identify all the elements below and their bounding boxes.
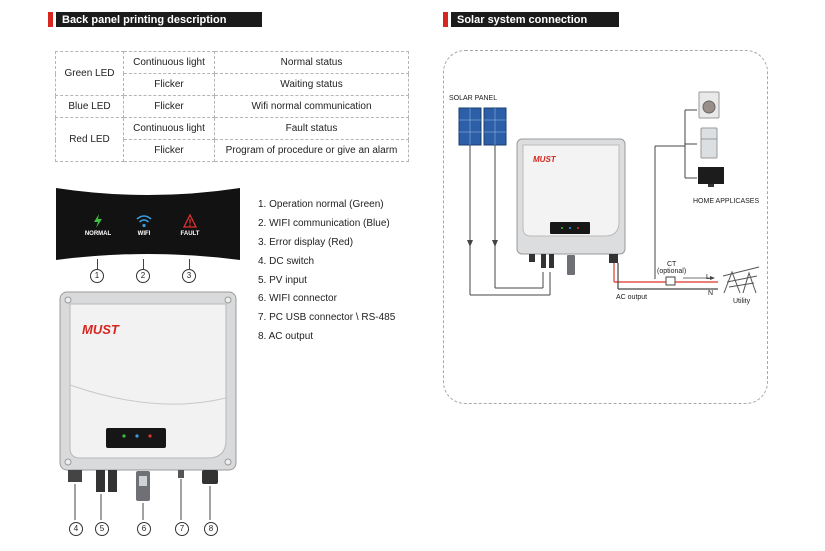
list-item: 5. PV input [258, 274, 307, 286]
led-panel: NORMAL WIFI FAULT [56, 188, 240, 260]
inverter-cover [69, 303, 227, 459]
washing-machine-icon [698, 91, 720, 119]
led-meaning-cell: Normal status [214, 51, 409, 74]
callout-number: 3 [182, 269, 196, 283]
accent-marker [443, 12, 448, 27]
indicator-wifi: WIFI [124, 188, 164, 237]
callout-leader [143, 259, 144, 269]
led-mode-cell: Flicker [123, 139, 215, 162]
indicator-label: NORMAL [84, 231, 112, 237]
callout-number: 8 [204, 522, 218, 536]
led-name-cell: Green LED [55, 51, 124, 96]
line-l-label: L [706, 274, 710, 281]
line-n-label: N [708, 290, 714, 297]
led-name-cell: Blue LED [55, 95, 124, 118]
ac-output-label: AC output [616, 294, 648, 301]
legend-list: 1. Operation normal (Green) 2. WIFI comm… [258, 196, 395, 347]
callout-number: 2 [136, 269, 150, 283]
indicator-normal: NORMAL [78, 188, 118, 237]
led-meaning-cell: Fault status [214, 117, 409, 140]
list-item: 1. Operation normal (Green) [258, 199, 384, 210]
wifi-icon [136, 215, 152, 228]
callout-number: 5 [95, 522, 109, 536]
list-item: 2. WIFI communication (Blue) [258, 217, 390, 229]
list-item: 8. AC output [258, 331, 314, 343]
solar-panel-label: SOLAR PANEL [449, 95, 498, 102]
led-panel-shape [56, 188, 240, 260]
list-item: 4. DC switch [258, 255, 315, 267]
section-header-back-panel: Back panel printing description [48, 12, 262, 27]
led-mode-cell: Flicker [123, 73, 215, 96]
home-appliances-label: HOME APPLICASES [693, 198, 760, 205]
led-meaning-cell: Program of procedure or give an alarm [214, 139, 409, 162]
inverter-small-icon: MUST [516, 138, 626, 275]
lightning-icon [94, 214, 102, 228]
list-item: 6. WIFI connector [258, 293, 337, 305]
indicator-fault: FAULT [170, 188, 210, 237]
svg-text:MUST: MUST [533, 155, 557, 164]
led-window [106, 428, 166, 448]
ct-optional-label: (optional) [657, 268, 687, 275]
utility-tower-icon [722, 266, 760, 294]
led-meaning-cell: Waiting status [214, 73, 409, 96]
led-name-cell: Red LED [55, 117, 124, 162]
refrigerator-icon [700, 127, 718, 159]
television-icon [698, 167, 724, 187]
warning-icon [183, 214, 197, 228]
table-row: Flicker Waiting status [56, 73, 409, 96]
section-header-solar-connection: Solar system connection [443, 12, 619, 27]
indicator-label: FAULT [180, 231, 200, 237]
section-title: Solar system connection [451, 12, 619, 27]
table-row: Red LED Continuous light Fault status [55, 117, 409, 162]
led-mode-cell: Continuous light [123, 51, 215, 74]
callout-number: 6 [137, 522, 151, 536]
table-row: Blue LED Flicker Wifi normal communicati… [55, 95, 409, 118]
led-meaning-cell: Wifi normal communication [214, 95, 409, 118]
led-mode-cell: Continuous light [123, 117, 215, 140]
callout-number: 4 [69, 522, 83, 536]
inverter-illustration: MUST [59, 291, 237, 520]
callout-leader [97, 259, 98, 269]
indicator-label: WIFI [137, 231, 151, 237]
list-item: 3. Error display (Red) [258, 236, 354, 248]
ct-sensor [665, 276, 676, 286]
table-row: Green LED Continuous light Normal status [55, 51, 409, 96]
brand-logo: MUST [82, 322, 120, 337]
callout-number: 7 [175, 522, 189, 536]
table-row: Flicker Program of procedure or give an … [56, 139, 409, 162]
led-mode-cell: Flicker [123, 95, 215, 118]
list-item: 7. PC USB connector \ RS-485 [258, 312, 396, 324]
utility-label: Utility [733, 298, 751, 305]
ct-label: CT [667, 261, 677, 268]
solar-panel-icon [458, 107, 507, 146]
led-status-table: Green LED Continuous light Normal status… [55, 51, 409, 162]
callout-leader [189, 259, 190, 269]
callout-number: 1 [90, 269, 104, 283]
accent-marker [48, 12, 53, 27]
solar-connection-diagram: MUST [458, 91, 760, 296]
section-title: Back panel printing description [56, 12, 262, 27]
solar-diagram-frame [443, 50, 768, 404]
